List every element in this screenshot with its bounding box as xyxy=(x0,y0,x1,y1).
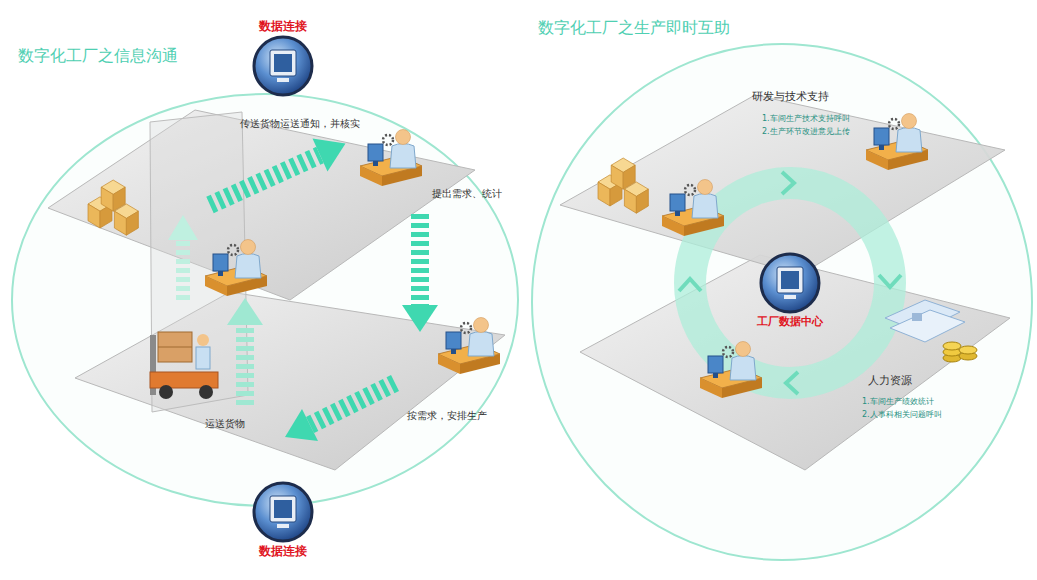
node-label: 数据连接 xyxy=(251,544,315,559)
left-ellipse xyxy=(12,94,518,506)
flow-arrow xyxy=(227,298,263,405)
node-label: 数据连接 xyxy=(251,19,315,34)
engineer-worker xyxy=(866,114,928,171)
resume-papers xyxy=(885,300,965,342)
office-worker xyxy=(662,180,724,237)
flow-arrow xyxy=(210,139,346,205)
forklift xyxy=(150,332,218,399)
coin-stack xyxy=(943,342,977,362)
goods-boxes xyxy=(88,180,138,235)
flow-note: 传送货物运送通知，并核实 xyxy=(240,118,360,130)
section-title: 数字化工厂之信息沟通 xyxy=(18,46,178,65)
department-item: 2.生产环节改进意见上传 xyxy=(762,127,850,137)
flow-arrow xyxy=(402,214,438,332)
department-item: 1.车间生产技术支持呼叫 xyxy=(762,114,850,124)
department-item: 1.车间生产绩效统计 xyxy=(862,397,934,407)
flow-note: 按需求，安排生产 xyxy=(407,410,487,422)
floor-plane xyxy=(48,110,475,300)
flow-note: 运送货物 xyxy=(205,418,245,430)
department-item: 2.人事科相关问题呼叫 xyxy=(862,410,942,420)
workshop-worker xyxy=(700,342,762,399)
data-icon-node: 数据连接 xyxy=(251,480,315,559)
workshop-worker xyxy=(438,318,500,375)
right-ellipse xyxy=(532,44,1032,560)
flow-arrow xyxy=(285,383,395,441)
goods-boxes xyxy=(598,158,648,213)
workshop-worker xyxy=(360,130,422,187)
monitor-icon xyxy=(251,480,315,544)
monitor-icon xyxy=(251,34,315,98)
monitor-icon xyxy=(758,251,822,315)
node-label: 工厂数据中心 xyxy=(757,315,823,329)
flow-arrow xyxy=(168,215,198,300)
data-icon-node: 工厂数据中心 xyxy=(757,251,823,329)
department-heading: 人力资源 xyxy=(868,374,912,387)
section-title: 数字化工厂之生产即时互助 xyxy=(538,18,730,37)
department-heading: 研发与技术支持 xyxy=(752,90,829,103)
glass-panel xyxy=(150,112,248,412)
flow-note: 提出需求、统计 xyxy=(432,188,502,200)
floor-plane xyxy=(580,255,1010,470)
floor-plane xyxy=(75,292,505,470)
office-worker xyxy=(205,240,267,297)
data-icon-node: 数据连接 xyxy=(251,19,315,98)
